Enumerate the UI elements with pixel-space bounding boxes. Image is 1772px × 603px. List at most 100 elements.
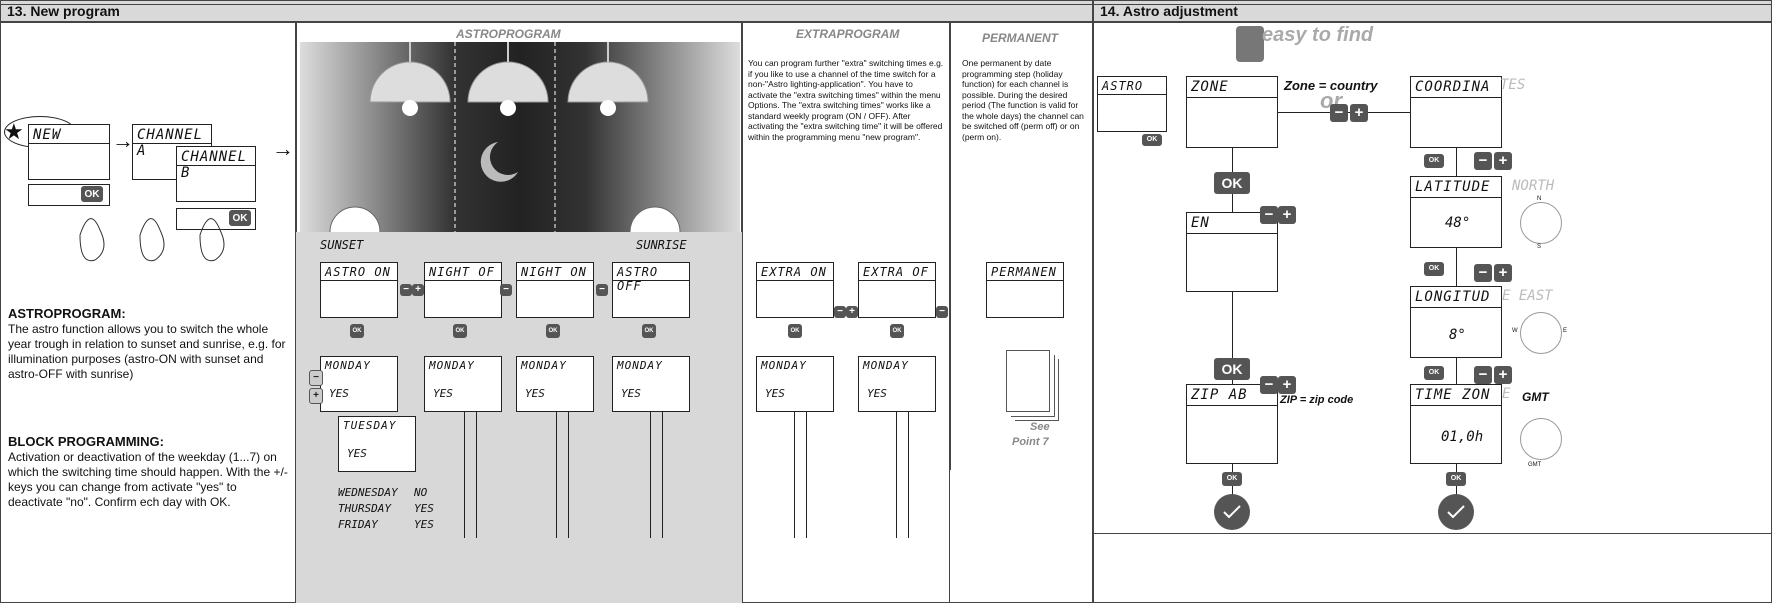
ok-button-lat[interactable]: OK (1424, 262, 1444, 276)
plus-button-zone[interactable]: + (1350, 104, 1368, 122)
lcd-extra-monday-2-yes: YES (867, 387, 887, 400)
ok-button-en[interactable]: OK (1214, 358, 1250, 380)
lcd-zone: ZONE (1186, 76, 1278, 148)
lcd-extra-monday-1-text: MONDAY (761, 359, 807, 372)
device-keys: OK (28, 184, 110, 206)
lcd-night-on-text: NIGHT ON (521, 265, 587, 279)
minus-button-extra[interactable]: − (834, 306, 846, 318)
ok-button-astro-1[interactable]: OK (350, 324, 364, 338)
flow-line (556, 412, 557, 538)
compass-icon-lat (1520, 202, 1562, 244)
lcd-zip: ZIP AB (1186, 384, 1278, 464)
lcd-astro: ASTRO (1097, 76, 1167, 132)
sky-illustration (300, 42, 740, 232)
ok-button-extra-2[interactable]: OK (890, 324, 904, 338)
lcd-monday-2-yes: YES (433, 387, 453, 400)
ok-button-time[interactable]: OK (1446, 472, 1466, 486)
hand-icons (79, 218, 225, 262)
top-rule (0, 0, 1772, 5)
lcd-astro-off: ASTRO OFF (612, 262, 690, 318)
block-heading: BLOCK PROGRAMMING: (8, 434, 164, 449)
minus-button-day[interactable]: − (309, 370, 323, 386)
flow-line (476, 412, 477, 538)
easy-to-find-logo: easy to find (1262, 24, 1374, 46)
minus-button-long[interactable]: − (1474, 264, 1492, 282)
checkmark-glyph-icon (1223, 505, 1241, 519)
ok-button-zip[interactable]: OK (1222, 472, 1242, 486)
lcd-coordinates: COORDINA (1410, 76, 1502, 148)
lcd-night-off-text: NIGHT OF (429, 265, 495, 279)
flow-line (806, 412, 807, 538)
plus-button-extra[interactable]: + (846, 306, 858, 318)
ok-button-b[interactable]: OK (229, 210, 251, 226)
ok-button-astro-4[interactable]: OK (642, 324, 656, 338)
astro-text: The astro function allows you to switch … (8, 322, 286, 381)
ok-button-adjust-small[interactable]: OK (1142, 134, 1162, 146)
time-zone-ghost: E (1502, 386, 1511, 402)
ok-button-long[interactable]: OK (1424, 366, 1444, 380)
lcd-astro-on-text: ASTRO ON (325, 265, 391, 279)
lcd-monday-3-yes: YES (525, 387, 545, 400)
compass-s-label: S (1537, 244, 1542, 250)
lcd-monday-2-text: MONDAY (429, 359, 475, 372)
plus-button-zip[interactable]: + (1278, 376, 1296, 394)
minus-button-zone[interactable]: − (1330, 104, 1348, 122)
lcd-new-text: NEW (33, 127, 62, 143)
plus-button-en[interactable]: + (1278, 206, 1296, 224)
plus-button-long[interactable]: + (1494, 264, 1512, 282)
lcd-night-on: NIGHT ON (516, 262, 594, 318)
day-wednesday: WEDNESDAY (338, 486, 398, 499)
ok-button-astro-2[interactable]: OK (453, 324, 467, 338)
lcd-channel-b-text: CHANNEL B (181, 149, 248, 181)
block-description: BLOCK PROGRAMMING: Activation or deactiv… (8, 434, 290, 510)
plus-button-1[interactable]: + (412, 284, 424, 296)
device-new: NEW OK (28, 124, 110, 214)
permanent-divider (950, 22, 951, 470)
ok-button-extra-1[interactable]: OK (788, 324, 802, 338)
extraprogram-title: EXTRAPROGRAM (796, 27, 900, 41)
lcd-time-zone-text: TIME ZON (1415, 387, 1491, 403)
flow-line (568, 412, 569, 538)
lcd-extra-monday-2-text: MONDAY (863, 359, 909, 372)
checkmark-icon (1214, 494, 1250, 530)
lcd-latitude-text: LATITUDE (1415, 179, 1491, 195)
minus-button-3[interactable]: − (596, 284, 608, 296)
sunset-label: SUNSET (320, 238, 364, 252)
extraprogram-text: You can program further "extra" switchin… (748, 58, 944, 142)
lcd-monday-3-text: MONDAY (521, 359, 567, 372)
flow-line (908, 412, 909, 538)
lcd-extra-on: EXTRA ON (756, 262, 834, 318)
permanent-title: PERMANENT (982, 31, 1059, 45)
minus-button-en[interactable]: − (1260, 206, 1278, 224)
zip-label: ZIP = zip code (1280, 394, 1354, 406)
compass-w-label: W (1512, 328, 1518, 334)
minus-button-zip[interactable]: − (1260, 376, 1278, 394)
lcd-channel-b: CHANNEL B (176, 146, 256, 202)
lcd-monday-1-text: MONDAY (325, 359, 371, 372)
ok-button-astro-3[interactable]: OK (546, 324, 560, 338)
minus-button-extra-2[interactable]: − (936, 306, 948, 318)
ok-button[interactable]: OK (81, 186, 103, 202)
lcd-monday-1-yes: YES (329, 387, 349, 400)
ok-button-coord[interactable]: OK (1424, 154, 1444, 168)
permanent-text: One permanent by date programming step (… (962, 58, 1084, 142)
lcd-zone-text: ZONE (1191, 79, 1229, 95)
flow-line (650, 412, 651, 538)
ok-button-zone[interactable]: OK (1214, 172, 1250, 194)
lcd-monday-3: MONDAY YES (516, 356, 594, 412)
plus-button-lat[interactable]: + (1494, 152, 1512, 170)
lcd-longitude: LONGITUD 8° (1410, 286, 1502, 358)
minus-button-1[interactable]: − (400, 284, 412, 296)
minus-button-time[interactable]: − (1474, 366, 1492, 384)
minus-button-lat[interactable]: − (1474, 152, 1492, 170)
plus-button-day[interactable]: + (309, 388, 323, 404)
astro-heading: ASTROPROGRAM: (8, 306, 126, 321)
lcd-tuesday-text: TUESDAY (343, 419, 397, 432)
minus-button-2[interactable]: − (500, 284, 512, 296)
lcd-extra-monday-1-yes: YES (765, 387, 785, 400)
checkmark-icon-2 (1438, 494, 1474, 530)
zone-label: Zone = country (1284, 78, 1378, 93)
thumbs-up-icon (1236, 26, 1264, 62)
lcd-extra-on-text: EXTRA ON (761, 265, 827, 279)
plus-button-time[interactable]: + (1494, 366, 1512, 384)
